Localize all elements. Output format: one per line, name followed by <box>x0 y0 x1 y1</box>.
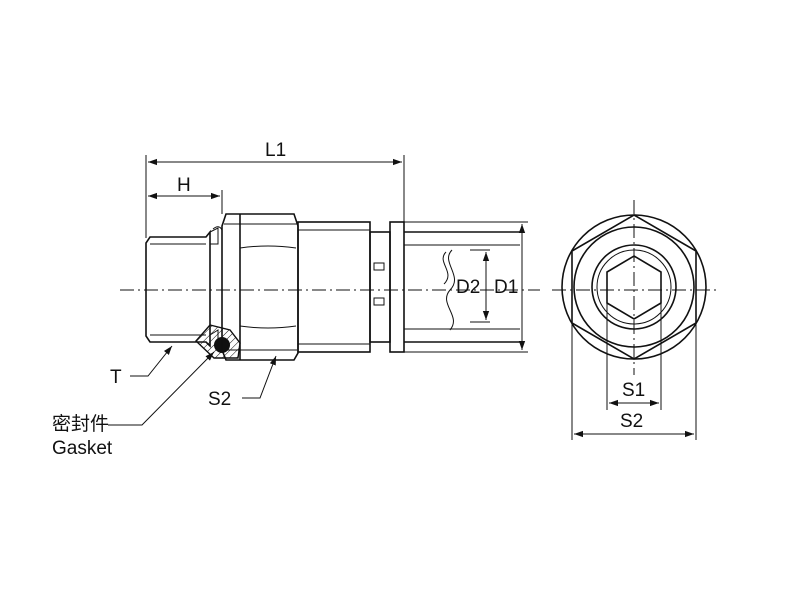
outer-hexagon <box>571 214 697 360</box>
hex-socket <box>606 255 662 320</box>
collar-flange <box>389 221 405 353</box>
dimension-S1: S1 <box>606 303 662 410</box>
dimension-H: H <box>148 175 223 214</box>
hex-nut <box>221 213 299 361</box>
inner-circle-2 <box>591 244 677 330</box>
tube <box>404 231 522 343</box>
leader-gasket: 密封件 Gasket <box>52 351 215 459</box>
tube-break-line <box>446 249 456 331</box>
leader-S2-side: S2 <box>208 355 277 410</box>
label-S1: S1 <box>622 380 645 401</box>
inner-circle-3 <box>596 249 672 325</box>
dimension-D1: D1 <box>404 221 528 353</box>
label-T: T <box>110 367 122 388</box>
dimension-L1: L1 <box>145 140 405 238</box>
label-D2: D2 <box>456 277 480 298</box>
label-S2-side: S2 <box>208 389 231 410</box>
end-view: S1 S2 <box>552 200 716 440</box>
dimension-S2-end: S2 <box>571 323 697 440</box>
body-sleeve <box>297 221 391 353</box>
leader-T: T <box>110 345 173 388</box>
side-view: L1 H D2 D1 T S2 <box>52 140 540 459</box>
label-H: H <box>177 175 191 196</box>
label-gasket-cn: 密封件 <box>52 413 109 435</box>
inner-circle-1 <box>573 226 695 348</box>
label-D1: D1 <box>494 277 518 298</box>
label-L1: L1 <box>265 140 286 161</box>
dimension-D2: D2 <box>456 249 490 323</box>
label-gasket-en: Gasket <box>52 438 113 459</box>
gasket <box>195 324 241 359</box>
label-S2-end: S2 <box>620 411 643 432</box>
